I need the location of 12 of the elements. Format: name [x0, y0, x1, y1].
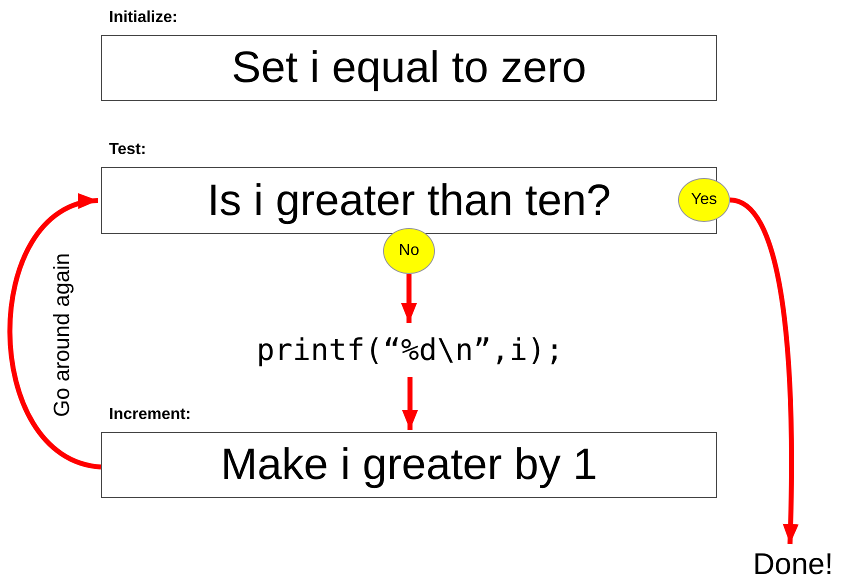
step-text: Set i equal to zero: [232, 43, 586, 93]
step-text: Is i greater than ten?: [207, 176, 611, 226]
end-text: Done!: [745, 548, 841, 582]
arrow: [729, 198, 799, 544]
answer-badge: No: [383, 228, 435, 274]
step-heading: Increment:: [109, 406, 191, 424]
step-heading: Test:: [109, 141, 146, 159]
arrow: [402, 377, 418, 430]
step-text: Make i greater by 1: [220, 440, 598, 490]
code-statement: printf(“%d\n”,i);: [220, 325, 600, 375]
step-heading: Initialize:: [109, 9, 178, 27]
arrow: [401, 274, 417, 323]
